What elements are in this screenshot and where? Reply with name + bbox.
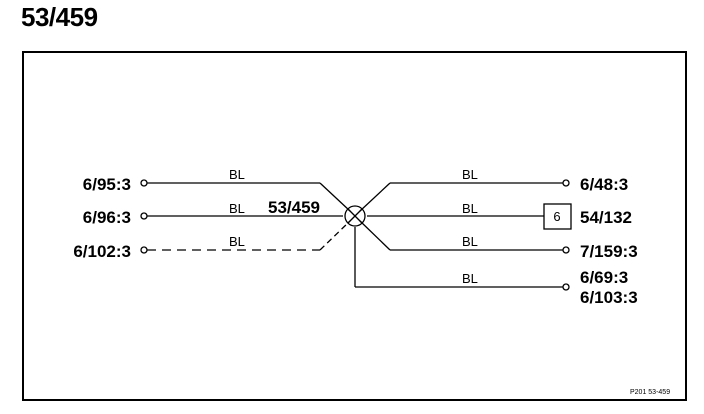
terminal-right-2-label: 54/132	[580, 208, 632, 227]
figure-code: P201 53-459	[630, 389, 670, 396]
wire-left-1-diag	[319, 182, 351, 212]
wire-label-right-3: BL	[462, 234, 478, 249]
wire-label-left-2: BL	[229, 201, 245, 216]
connector-pin-label: 6	[553, 209, 560, 224]
wire-label-left-1: BL	[229, 167, 245, 182]
splice-label: 53/459	[268, 198, 320, 217]
wire-label-right-1: BL	[462, 167, 478, 182]
connector-box-icon	[543, 203, 572, 230]
terminal-left-1-icon	[140, 179, 148, 187]
terminal-right-4-icon	[562, 283, 570, 291]
terminal-left-3-label: 6/102:3	[73, 242, 131, 261]
wire-label-right-2: BL	[462, 201, 478, 216]
terminal-right-3-label: 7/159:3	[580, 242, 638, 261]
wire-label-left-3: BL	[229, 234, 245, 249]
diagram-frame	[22, 51, 687, 401]
terminal-right-4-label2: 6/103:3	[580, 288, 638, 307]
terminal-left-2-label: 6/96:3	[83, 208, 131, 227]
terminal-left-1-label: 6/95:3	[83, 175, 131, 194]
splice-node-icon	[344, 205, 366, 227]
wire-right-1-diag	[359, 182, 391, 212]
terminal-right-1-icon	[562, 179, 570, 187]
terminal-right-1-label: 6/48:3	[580, 175, 628, 194]
terminal-right-4-label: 6/69:3	[580, 268, 628, 287]
wire-label-right-4: BL	[462, 271, 478, 286]
terminal-right-3-icon	[562, 246, 570, 254]
page-title: 53/459	[21, 2, 98, 32]
wire-right-3-diag	[359, 220, 391, 251]
terminal-left-3-icon	[140, 246, 148, 254]
wire-left-3-diag	[319, 220, 351, 251]
terminal-left-2-icon	[140, 212, 148, 220]
